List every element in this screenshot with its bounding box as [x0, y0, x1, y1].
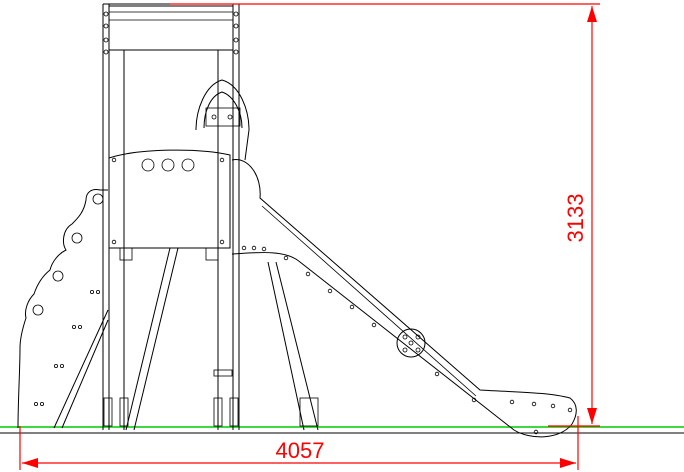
slide-chute — [231, 159, 577, 438]
slide-hub — [396, 328, 426, 358]
support-legs — [125, 247, 319, 431]
climbing-wall — [17, 189, 109, 429]
width-dimension-label: 4057 — [276, 438, 325, 463]
wall-bolt-holes — [34, 289, 101, 406]
height-dimension-label: 3133 — [563, 194, 588, 243]
front-panel — [108, 149, 231, 261]
height-dimension: 3133 — [170, 3, 600, 427]
slide-bolt-holes — [241, 245, 573, 435]
handle-loop — [195, 79, 250, 161]
tower-frame — [102, 3, 240, 430]
width-dimension: 4057 — [19, 416, 579, 470]
post-bolts — [103, 11, 239, 55]
